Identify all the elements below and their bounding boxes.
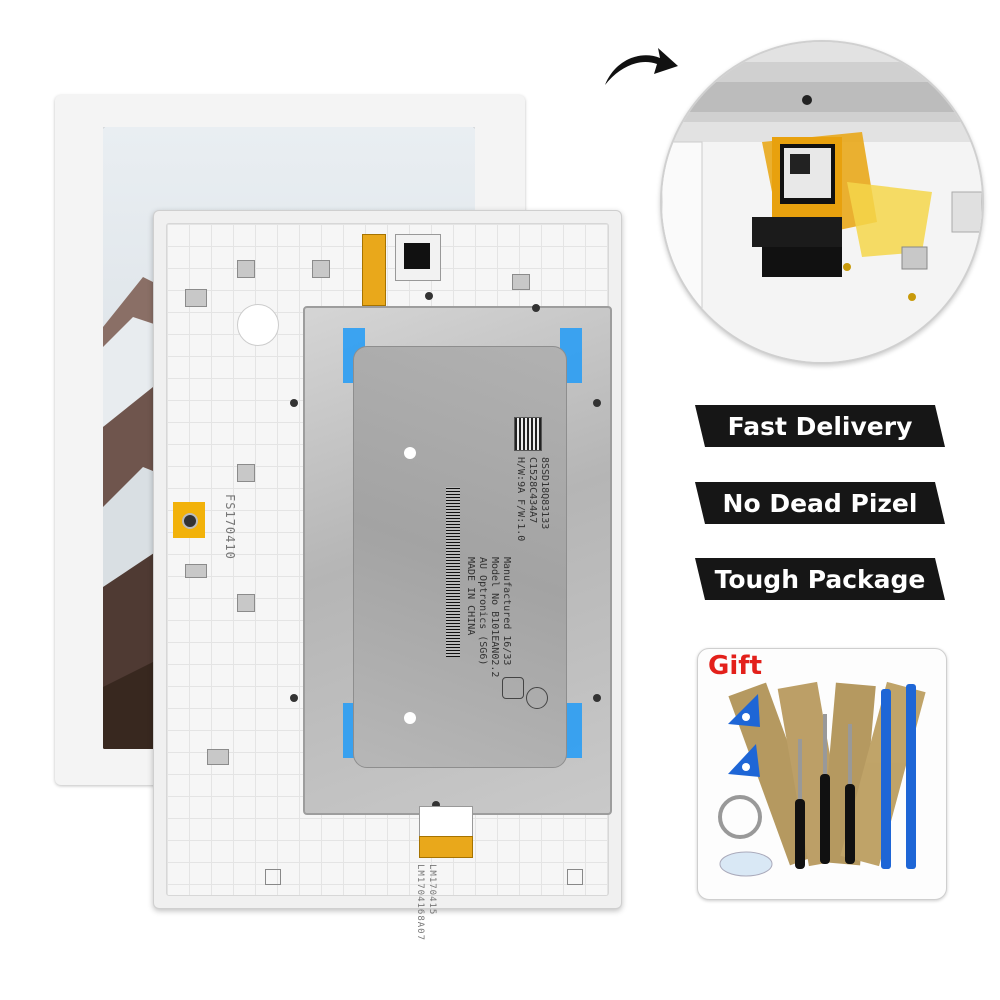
- barcode: [446, 487, 460, 657]
- panel-label-6: AU Optronics (SG6): [477, 557, 488, 666]
- frame-side-code: FS170410: [223, 494, 237, 560]
- metal-clip: [237, 594, 255, 612]
- panel-label-5: Model No B101EAN02.2: [489, 557, 500, 678]
- corner-marker: [567, 869, 583, 885]
- connector-housing: [395, 234, 441, 281]
- screw-pad: [173, 502, 205, 538]
- screw: [290, 399, 298, 407]
- camera-hole: [237, 304, 279, 346]
- metal-clip: [312, 260, 330, 278]
- curved-arrow-icon: [605, 48, 678, 85]
- zoom-detail-image: [660, 40, 984, 364]
- panel-hole: [404, 712, 416, 724]
- qr-code: [514, 417, 542, 451]
- connector-closeup: [662, 42, 982, 362]
- screw: [593, 399, 601, 407]
- frame-bottom-code-2: LM1704168A07: [415, 864, 425, 942]
- panel-label-3: H/W:9A F/W:1.0: [515, 457, 526, 542]
- tool-kit-image: [718, 681, 926, 877]
- gift-panel: Gift: [697, 648, 947, 900]
- panel-label-1: 8SSD18Q83133: [539, 457, 550, 530]
- screw: [432, 801, 440, 809]
- badge-fast-delivery: Fast Delivery: [695, 405, 945, 447]
- screw: [290, 694, 298, 702]
- frame-bottom-code-1: LM170415: [427, 864, 437, 916]
- back-frame-image: 8SSD18Q83133 C1528C434A7 H/W:9A F/W:1.0 …: [153, 210, 622, 941]
- screw: [593, 694, 601, 702]
- metal-clip: [185, 564, 207, 578]
- badge-no-dead-pixel: No Dead Pizel: [695, 482, 945, 524]
- flex-cable: [362, 234, 386, 306]
- gift-label: Gift: [708, 651, 762, 681]
- screw: [532, 304, 540, 312]
- screw: [182, 513, 198, 529]
- lcd-panel: 8SSD18Q83133 C1528C434A7 H/W:9A F/W:1.0 …: [353, 346, 567, 768]
- panel-label-4: Manufactured 16/33: [501, 557, 512, 666]
- cert-logo-icon: [526, 687, 548, 709]
- metal-plate: 8SSD18Q83133 C1528C434A7 H/W:9A F/W:1.0 …: [303, 306, 612, 815]
- panel-hole: [404, 447, 416, 459]
- metal-clip: [512, 274, 530, 290]
- badge-tough-package: Tough Package: [695, 558, 945, 600]
- metal-clip: [185, 289, 207, 307]
- bottom-flex-cable: [419, 836, 473, 858]
- screw: [425, 292, 433, 300]
- connector-chip: [404, 243, 430, 269]
- panel-label-7: MADE IN CHINA: [465, 557, 476, 636]
- corner-marker: [265, 869, 281, 885]
- cert-logo-icon: [502, 677, 524, 699]
- panel-label-2: C1528C434A7: [527, 457, 538, 524]
- frame-grid: 8SSD18Q83133 C1528C434A7 H/W:9A F/W:1.0 …: [166, 223, 612, 941]
- metal-clip: [237, 464, 255, 482]
- metal-clip: [207, 749, 229, 765]
- metal-clip: [237, 260, 255, 278]
